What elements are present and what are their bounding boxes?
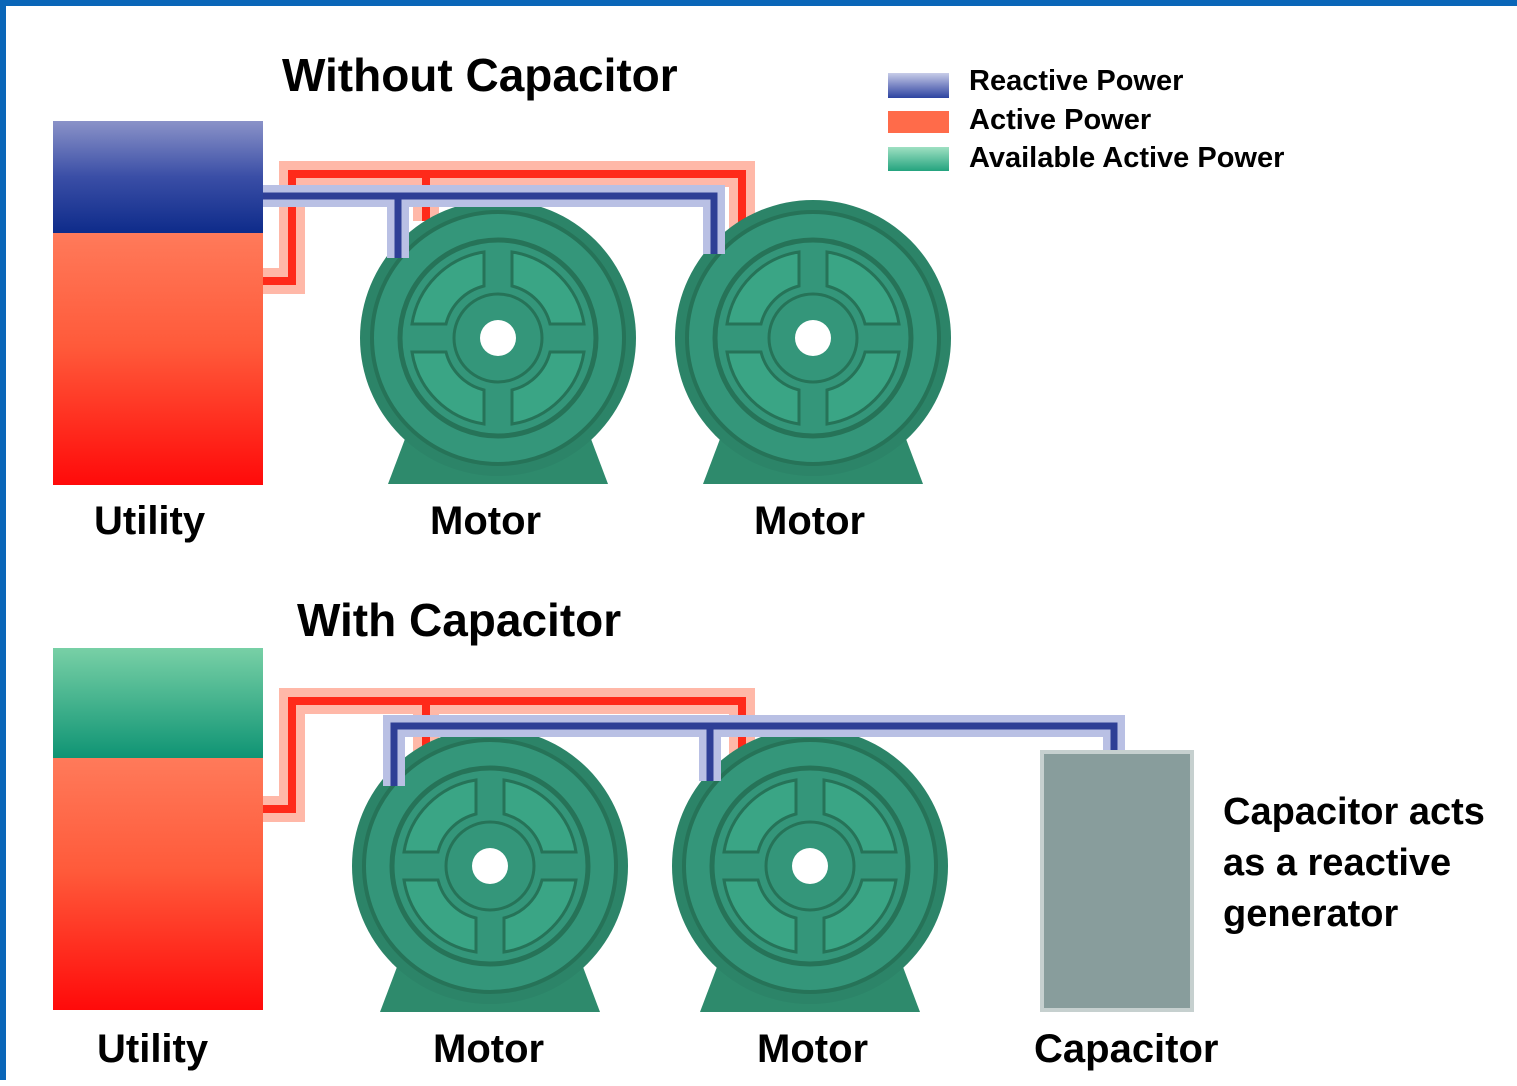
title-without-capacitor: Without Capacitor bbox=[282, 49, 678, 101]
legend-swatch-active bbox=[888, 111, 949, 133]
label-motor-1: Motor bbox=[430, 499, 542, 543]
utility-reactive-block bbox=[53, 121, 263, 233]
label-motor-4: Motor bbox=[757, 1027, 869, 1071]
label-utility-bottom: Utility bbox=[97, 1027, 209, 1071]
power-flow-diagram bbox=[53, 73, 1194, 1086]
legend-swatch-reactive bbox=[888, 73, 949, 98]
legend-label-available: Available Active Power bbox=[969, 142, 1285, 174]
reactive-power-wires-2 bbox=[383, 715, 1125, 786]
label-motor-3: Motor bbox=[433, 1027, 545, 1071]
capacitor-note: Capacitor acts as a reactive generator bbox=[1223, 791, 1485, 935]
label-utility-top: Utility bbox=[94, 499, 206, 543]
without-capacitor-section bbox=[53, 121, 951, 485]
utility-available-block bbox=[53, 648, 263, 758]
legend-swatch-available bbox=[888, 147, 949, 171]
legend-swatches bbox=[888, 73, 949, 171]
legend-label-reactive: Reactive Power bbox=[969, 65, 1184, 97]
legend-label-active: Active Power bbox=[969, 104, 1152, 136]
label-motor-2: Motor bbox=[754, 499, 866, 543]
title-with-capacitor: With Capacitor bbox=[297, 594, 622, 646]
reactive-power-wires bbox=[263, 185, 725, 258]
with-capacitor-section bbox=[53, 648, 1194, 1012]
label-capacitor: Capacitor bbox=[1034, 1027, 1219, 1071]
capacitor-block bbox=[1040, 750, 1194, 1012]
utility-active-block bbox=[53, 233, 263, 485]
utility-active-block-2 bbox=[53, 758, 263, 1010]
